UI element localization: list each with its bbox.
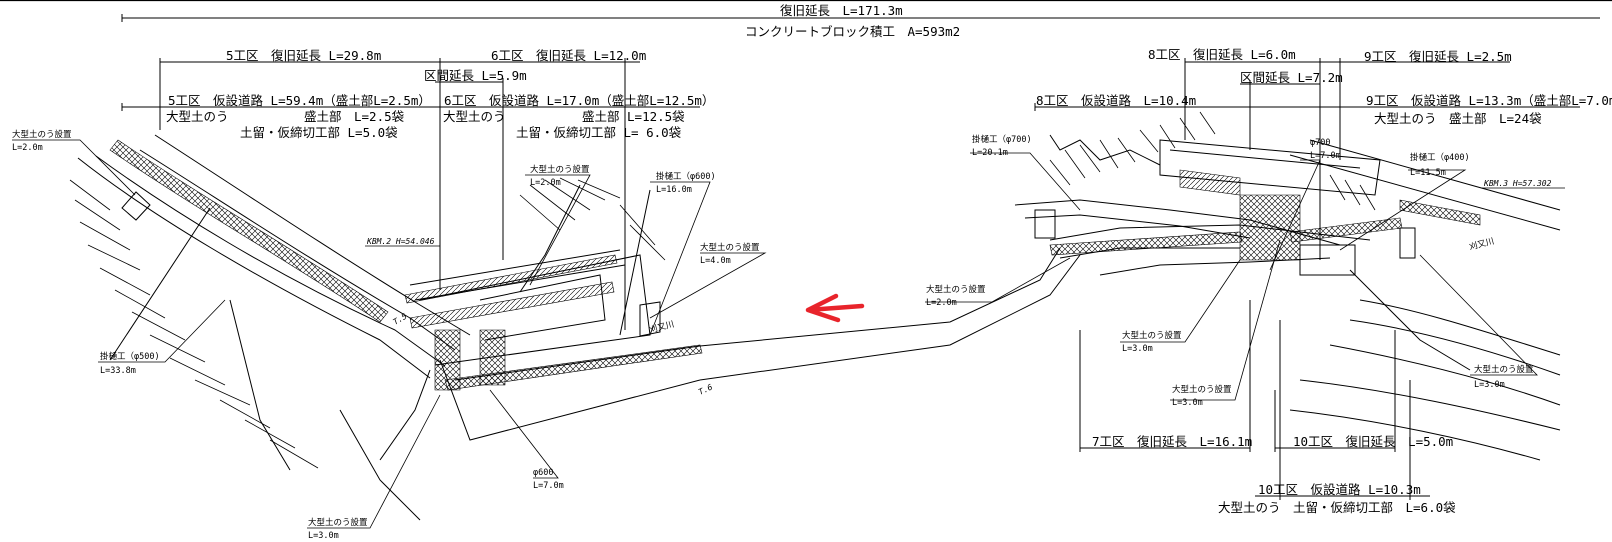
left-interval-label: 区間延長 L=5.9m	[424, 68, 527, 83]
callout-len-11-5: L=11.5m	[1410, 168, 1446, 178]
right-dimension-lines	[1034, 58, 1580, 500]
left-hatch-strips	[109, 139, 703, 391]
right-hatch-strips	[1049, 169, 1481, 261]
callout-len-33-8: L=33.8m	[100, 366, 136, 376]
sec10-restore-label: 10工区 復旧延長 L=5.0m	[1293, 434, 1453, 449]
right-bag-fill-label: 大型土のう 盛土部 L=24袋	[1374, 111, 1542, 126]
callout-gutter-400: 掛樋工（φ400)	[1410, 152, 1470, 163]
sec10-temp-road-label: 10工区 仮設道路 L=10.3m	[1258, 482, 1421, 497]
callout-len-3m-2: L=3.0m	[1122, 344, 1153, 354]
left-rock-slope	[69, 177, 666, 469]
bag-a-label: 大型土のう	[166, 109, 229, 124]
callout-len-2m-1: L=2.0m	[12, 143, 43, 153]
callout-len-2m-3: L=2.0m	[926, 298, 957, 308]
kbm2-label: KBM.2 H=54.046	[366, 237, 435, 246]
fill-b-label: 盛土部 L=12.5袋	[582, 109, 685, 124]
callout-len-7-left: L=7.0m	[533, 481, 564, 491]
total-length-label: 復旧延長 L=171.3m	[780, 3, 903, 18]
callout-len-20-1: L=20.1m	[972, 148, 1008, 158]
t5-mark: T.5	[392, 312, 409, 327]
callout-len-4m: L=4.0m	[700, 256, 731, 266]
sec6-restore-label: 6工区 復旧延長 L=12.0m	[491, 48, 646, 63]
callout-bag-install-6: 大型土のう設置	[1122, 330, 1182, 341]
sec10-bag-label: 大型土のう 土留・仮締切工部 L=6.0袋	[1218, 500, 1456, 515]
flow-direction-arrow	[805, 293, 865, 323]
left-dimension-lines	[121, 58, 700, 330]
callout-gutter-600: 掛樋工（φ600)	[656, 171, 716, 182]
right-road-plan	[1014, 134, 1561, 461]
callout-len-2m-2: L=2.0m	[530, 178, 561, 188]
callout-bag-install-3: 大型土のう設置	[700, 242, 760, 253]
callout-len-3m-4: L=3.0m	[1474, 380, 1505, 390]
callout-phi600: φ600	[533, 468, 553, 478]
callout-len-16: L=16.0m	[656, 185, 692, 195]
t6-mark: T.6	[697, 382, 714, 396]
sec5-temp-road-label: 5工区 仮設道路 L=59.4m（盛土部L=2.5m）	[168, 93, 431, 108]
callout-gutter-700: 掛樋工（φ700)	[972, 134, 1032, 145]
bag-b-label: 大型土のう	[443, 109, 506, 124]
river-label-left: 刈又川	[648, 319, 675, 336]
sec7-restore-label: 7工区 復旧延長 L=16.1m	[1092, 434, 1252, 449]
sec8-temp-road-label: 8工区 仮設道路 L=10.4m	[1036, 93, 1196, 108]
fill-a-label: 盛土部 L=2.5袋	[304, 109, 405, 124]
callout-len-3m-3: L=3.0m	[1172, 398, 1203, 408]
callout-bag-install-8: 大型土のう設置	[1474, 364, 1534, 375]
sec8-restore-label: 8工区 復旧延長 L=6.0m	[1148, 47, 1296, 62]
river-label-right: 刈又川	[1468, 236, 1495, 253]
block-work-label: コンクリートブロック積工 A=593m2	[745, 24, 960, 39]
callout-leaders	[12, 139, 1538, 529]
sec9-restore-label: 9工区 復旧延長 L=2.5m	[1364, 49, 1512, 64]
callout-gutter-500: 掛樋工（φ500)	[100, 351, 160, 362]
right-interval-label: 区間延長 L=7.2m	[1240, 70, 1343, 85]
callout-bag-install-7: 大型土のう設置	[1172, 384, 1232, 395]
callout-bag-install-4: 大型土のう設置	[308, 517, 368, 528]
callout-phi700: φ700	[1310, 138, 1330, 148]
retain-a-label: 土留・仮締切工部 L=5.0袋	[240, 125, 398, 140]
callout-bag-install-1: 大型土のう設置	[12, 129, 72, 140]
retain-b-label: 土留・仮締切工部 L= 6.0袋	[516, 125, 682, 140]
sec9-temp-road-label: 9工区 仮設道路 L=13.3m（盛土部L=7.0m	[1366, 93, 1612, 108]
callout-bag-install-5: 大型土のう設置	[926, 284, 986, 295]
callout-bag-install-2: 大型土のう設置	[530, 164, 590, 175]
sec5-restore-label: 5工区 復旧延長 L=29.8m	[226, 48, 381, 63]
right-rock-slope	[1049, 111, 1376, 211]
kbm3-label: KBM.3 H=57.302	[1483, 179, 1552, 188]
header-dimension-lines	[0, 0, 1612, 22]
callout-len-3m-1: L=3.0m	[308, 531, 339, 541]
sec6-temp-road-label: 6工区 仮設道路 L=17.0m（盛土部L=12.5m）	[444, 93, 714, 108]
callout-len-7-right: L=7.0m	[1310, 151, 1341, 161]
left-road-plan	[77, 134, 1081, 521]
